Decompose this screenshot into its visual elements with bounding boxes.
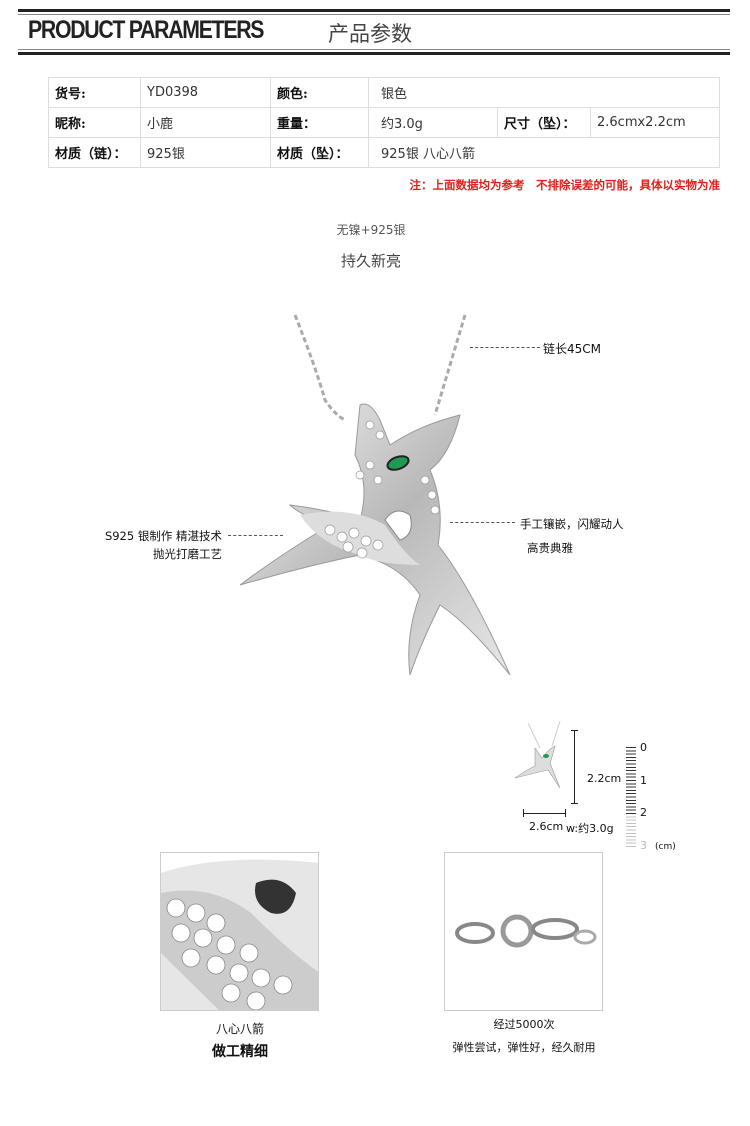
- chain-leader-line: [470, 347, 540, 348]
- header-rule-bottom: [18, 52, 730, 55]
- callout-right-1: 手工镶嵌，闪耀动人: [520, 517, 624, 531]
- height-bar-bottom: [571, 803, 578, 804]
- ruler: [626, 747, 636, 847]
- width-bar: [523, 813, 566, 814]
- gem-stones: [324, 420, 440, 559]
- pendant-thumbnail: [514, 720, 561, 789]
- title-en: PRODUCT PARAMETERS: [28, 16, 264, 44]
- title-cn: 产品参数: [328, 22, 412, 46]
- header-rule-top: [18, 9, 730, 12]
- param-key: 重量：: [270, 107, 369, 138]
- width-bar-left: [523, 809, 524, 817]
- param-value: 小鹿: [140, 107, 271, 138]
- table-row: 货号: YD0398 颜色: 银色: [48, 77, 720, 108]
- width-bar-right: [565, 809, 566, 817]
- pendant-image: [239, 314, 511, 676]
- param-key: 尺寸（坠）：: [497, 107, 591, 138]
- ruler-label: 1: [640, 774, 647, 787]
- param-value: 925银: [140, 137, 271, 168]
- disclaimer-note: 注：上面数据均为参考 不排除误差的可能，具体以实物为准: [409, 178, 721, 192]
- right-leader-line: [450, 522, 515, 523]
- param-key: 货号:: [48, 77, 141, 108]
- callout-right-2: 高贵典雅: [527, 541, 573, 555]
- intro-line2: 持久新亮: [340, 252, 402, 270]
- param-value: 2.6cmx2.2cm: [590, 107, 720, 138]
- detail-caption-2: 弹性尝试，弹性好，经久耐用: [452, 1041, 596, 1054]
- height-bar: [574, 730, 575, 803]
- ruler-unit: (cm): [655, 842, 676, 852]
- detail-image-stones: [160, 852, 319, 1011]
- table-row: 材质（链）： 925银 材质（坠）： 925银 八心八箭: [48, 137, 720, 168]
- param-value: 银色: [368, 77, 720, 108]
- ruler-label: 2: [640, 806, 647, 819]
- params-table: 货号: YD0398 颜色: 银色 昵称: 小鹿 重量： 约3.0g 尺寸（坠）…: [48, 77, 720, 168]
- callout-left-1: S925 银制作 精湛技术: [104, 529, 222, 543]
- detail-caption-1: 八心八箭: [215, 1022, 265, 1036]
- detail-image-clasp: [444, 852, 603, 1011]
- size-weight: w:约3.0g: [566, 822, 614, 835]
- detail-caption-2: 做工精细: [212, 1044, 268, 1060]
- param-key: 颜色:: [270, 77, 369, 108]
- param-key: 昵称:: [48, 107, 141, 138]
- ruler-label: 3: [640, 839, 647, 852]
- size-width: 2.6cm: [529, 820, 564, 833]
- ruler-fade: [626, 815, 636, 850]
- header-rule-top-thin: [18, 14, 730, 15]
- left-leader-line: [228, 535, 283, 536]
- intro-line1: 无镍+925银: [336, 223, 406, 237]
- param-value: 约3.0g: [368, 107, 498, 138]
- header-rule-bottom-thin: [18, 49, 730, 50]
- detail-caption-1: 经过5000次: [493, 1018, 555, 1031]
- param-value: 925银 八心八箭: [368, 137, 720, 168]
- ruler-label: 0: [640, 741, 647, 754]
- param-value: YD0398: [140, 77, 271, 108]
- callout-left-2: 抛光打磨工艺: [153, 547, 222, 561]
- param-key: 材质（坠）：: [270, 137, 369, 168]
- table-row: 昵称: 小鹿 重量： 约3.0g 尺寸（坠）： 2.6cmx2.2cm: [48, 107, 720, 138]
- param-key: 材质（链）：: [48, 137, 141, 168]
- size-height: 2.2cm: [587, 772, 622, 785]
- callout-chain: 链长45CM: [543, 342, 602, 356]
